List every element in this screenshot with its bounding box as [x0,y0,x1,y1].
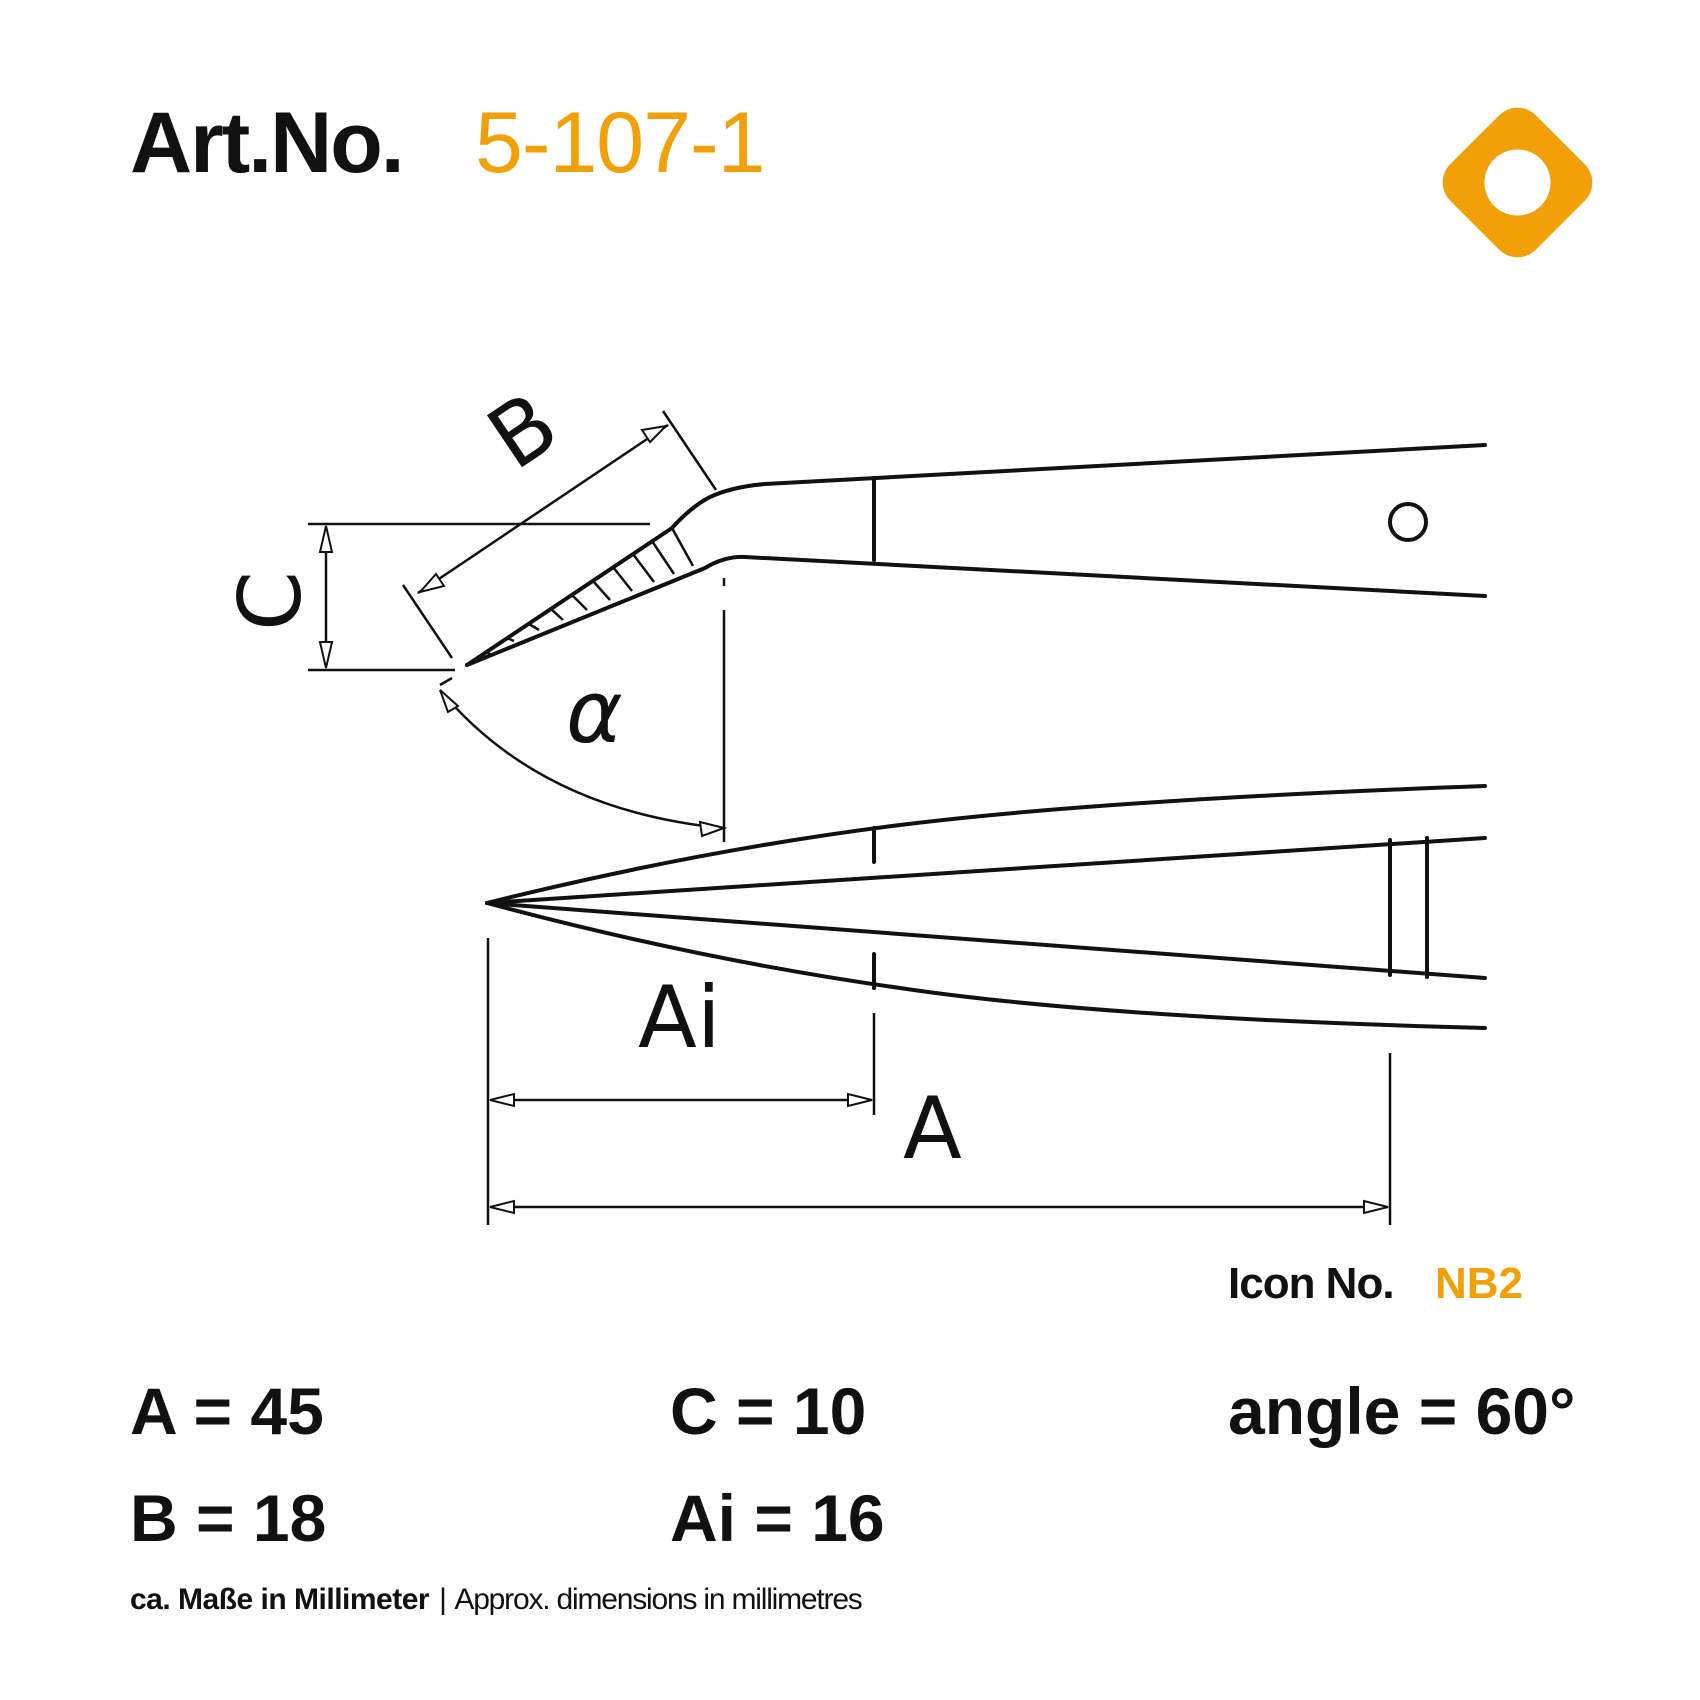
dimension-ai-and-a [486,938,1392,1225]
dimension-ai-value: Ai = 16 [670,1481,885,1555]
lower-inner-top-edge [485,836,1487,905]
dimension-angle-value: angle = 60° [1228,1374,1576,1448]
tip-serration [485,527,695,656]
icon-number-value: NB2 [1435,1259,1524,1308]
label-ai: Ai [638,968,721,1068]
units-note-german: ca. Maße in Millimeter [130,1583,430,1616]
dimension-alpha [439,578,728,842]
upper-arm-bottom-edge [465,554,1487,667]
label-alpha: α [566,663,623,763]
tweezer-tip-logo-icon [1442,107,1593,258]
lower-outer-top-edge [485,784,1487,905]
upper-tip-top-edge [465,526,674,667]
lower-inner-bottom-edge [485,901,1487,980]
units-note-separator: | [439,1583,447,1616]
rivet-hole [1388,502,1428,542]
logo-center-hole [1484,149,1551,216]
icon-number-label: Icon No. [1228,1259,1395,1308]
dimension-c [308,522,650,672]
dimension-b-value: B = 18 [130,1481,327,1555]
dimension-b [401,410,718,659]
article-number-value: 5-107-1 [475,95,765,191]
upper-tweezer-view [465,443,1487,667]
dimension-c-value: C = 10 [670,1374,867,1448]
upper-arm-top-edge [670,443,1487,530]
lower-outer-bottom-edge [485,901,1487,1030]
article-number-label: Art.No. [130,95,405,191]
lower-tweezer-view [485,784,1487,1030]
label-c: C [221,571,321,631]
label-a: A [903,1079,962,1179]
label-b: B [471,374,576,490]
dimension-a-value: A = 45 [130,1374,324,1448]
units-note-english: Approx. dimensions in millimetres [454,1583,862,1616]
units-note: ca. Maße in Millimeter |Approx. dimension… [130,1583,863,1616]
